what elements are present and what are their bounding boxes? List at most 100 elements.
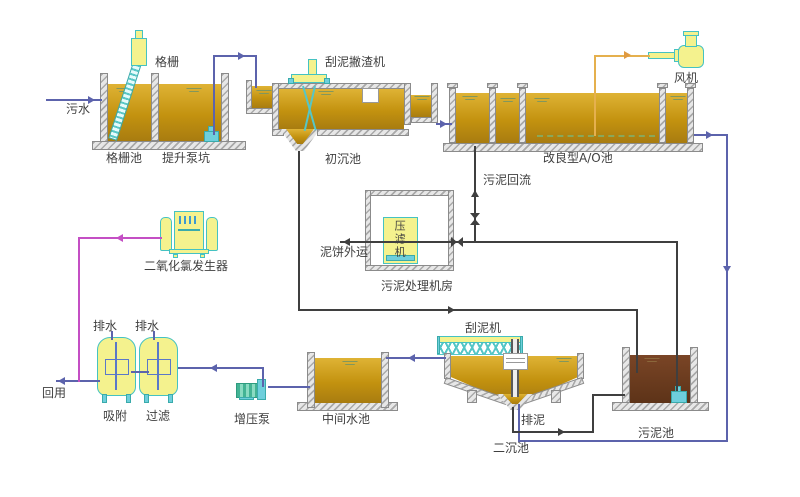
tank-wall (307, 352, 315, 408)
bar-screen-machine-icon (135, 30, 143, 39)
water-surface-mark (556, 358, 572, 364)
label-cake-out: 泥饼外运 (320, 245, 369, 259)
water-surface-mark (342, 361, 358, 367)
pipe-clarifier-sludge (512, 407, 514, 433)
flow-arrow (471, 190, 479, 197)
label-reuse: 回用 (42, 386, 67, 400)
drive-box-line (506, 362, 525, 363)
air-diffuser (537, 135, 655, 137)
tank-wall (690, 347, 698, 403)
tank-wall (404, 83, 411, 125)
pipe-sludge-discharge (512, 431, 594, 433)
pipe-primary-inlet (255, 55, 257, 88)
pipe-tank-to-pump (268, 386, 310, 388)
pipe-press-feed (340, 241, 678, 243)
water-fill (526, 93, 659, 143)
scraper-truss (437, 343, 523, 355)
label-screen-pool: 格栅池 (106, 151, 143, 165)
filter-press-base (386, 255, 415, 261)
label-drain-2: 排水 (135, 319, 160, 333)
label-sludge-pool: 污泥池 (638, 426, 675, 440)
tank-wall (100, 73, 108, 143)
valve-icon (451, 237, 463, 247)
pipe-sludge-rise (592, 394, 594, 433)
tank-floor (317, 129, 409, 136)
flow-arrow (58, 377, 65, 385)
tank-wall (687, 88, 694, 143)
scraper-roller-icon (288, 78, 294, 84)
water-surface-mark (670, 96, 686, 102)
drain-stub (153, 331, 155, 340)
flow-arrow (448, 306, 455, 314)
tank-wall (519, 88, 526, 143)
hopper-water (503, 394, 527, 404)
flow-arrow (558, 428, 565, 436)
tank-wall (431, 83, 438, 123)
wall-cap (447, 83, 458, 88)
pipe-lift-riser (213, 56, 215, 135)
pipe-ao-down (726, 134, 728, 442)
drive-box-line (506, 358, 525, 359)
scraper-skimmer-icon (308, 59, 317, 75)
tank-wall (659, 88, 666, 143)
support-pedestal (551, 390, 561, 403)
wall-cap (487, 83, 498, 88)
tank-wall (577, 353, 584, 379)
pipe-pump-riser (262, 368, 264, 387)
drive-box (503, 353, 528, 370)
tank-wall (381, 352, 389, 408)
label-sludge-room: 污泥处理机房 (381, 279, 454, 293)
water-surface-mark (534, 98, 550, 104)
pipe-filter-to-adsorber (131, 371, 149, 373)
flow-arrow (723, 266, 731, 273)
label-sludge-discharge: 排泥 (521, 413, 546, 427)
bar-screen-machine-icon (131, 38, 147, 66)
label-lift-pit: 提升泵坑 (162, 151, 211, 165)
water-surface-mark (500, 98, 516, 104)
water-surface-mark (414, 96, 430, 102)
water-fill (496, 93, 519, 143)
pipe-dosing-v (78, 237, 80, 382)
tank-wall (449, 88, 456, 143)
flow-arrow (116, 234, 123, 242)
scraper-roller-icon (324, 78, 330, 84)
water-fill (279, 89, 404, 129)
tank-base (443, 143, 703, 152)
truss-post (437, 336, 440, 354)
tank-wall (622, 347, 630, 403)
flow-arrow (440, 120, 447, 128)
label-secondary-tank: 二沉池 (493, 441, 530, 455)
drain-stub (111, 331, 113, 340)
sludge-pump-icon (671, 391, 687, 403)
valve-icon (470, 213, 480, 225)
tank-wall (489, 88, 496, 143)
water-fill (252, 86, 274, 108)
sludge-surface-mark (644, 358, 660, 364)
tank-base (612, 402, 709, 411)
sludge-pump-icon (675, 386, 681, 392)
pipe-clarifier-effluent (386, 357, 446, 359)
water-fill (411, 95, 431, 117)
pipe-primary-sludge-drop (636, 309, 638, 373)
label-scraper-skimmer: 刮泥撇渣机 (325, 55, 386, 69)
label-primary-tank: 初沉池 (325, 152, 362, 166)
label-ao-tank: 改良型A/O池 (543, 151, 613, 165)
water-surface-mark (318, 91, 334, 97)
pipe-pump-to-filter (178, 367, 264, 369)
room-wall (365, 190, 454, 196)
label-adsorption: 吸附 (103, 409, 128, 423)
pipe-air-h (594, 55, 650, 57)
wall-cap (517, 83, 528, 88)
scum-box (362, 88, 379, 103)
label-blower: 风机 (674, 71, 699, 85)
label-scraper: 刮泥机 (465, 321, 502, 335)
pipe-primary-sludge-down (298, 151, 300, 311)
support-pedestal (467, 390, 477, 403)
label-drain-1: 排水 (93, 319, 118, 333)
tank-floor (92, 141, 246, 150)
water-fill (666, 93, 687, 143)
flow-arrow (624, 51, 631, 59)
flow-arrow (210, 364, 217, 372)
water-surface-mark (462, 96, 478, 102)
water-surface-mark (186, 88, 202, 94)
